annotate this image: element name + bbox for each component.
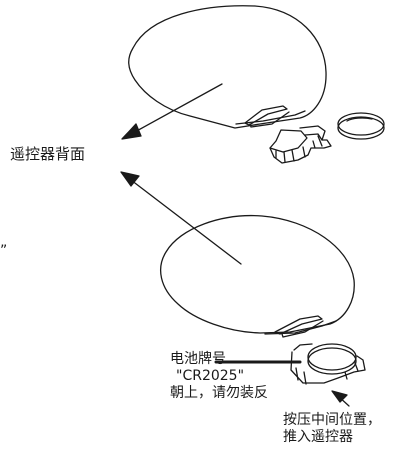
battery-model-line-3: 朝上，请勿装反 bbox=[170, 385, 268, 401]
remote-back-top bbox=[128, 5, 327, 129]
coin-battery-loose bbox=[337, 112, 385, 140]
battery-tray-loaded bbox=[290, 343, 366, 385]
remote-back-label: 遥控器背面 bbox=[10, 145, 86, 163]
press-instruction-line-1: 按压中间位置， bbox=[283, 412, 381, 428]
press-instruction-label: 按压中间位置， 推入遥控器 bbox=[283, 412, 381, 446]
press-instruction-line-2: 推入遥控器 bbox=[283, 429, 353, 445]
arrow-top bbox=[121, 83, 223, 140]
battery-model-line-1: 电池牌号 bbox=[170, 351, 226, 367]
battery-model-label: 电池牌号 "CR2025" 朝上，请勿装反 bbox=[170, 351, 268, 402]
arrow-push bbox=[331, 390, 350, 407]
remote-back-bottom bbox=[160, 214, 355, 338]
battery-model-line-2: "CR2025" bbox=[176, 368, 245, 384]
quote-mark-text: ” bbox=[0, 243, 8, 259]
battery-tray-empty bbox=[269, 125, 332, 164]
arrow-middle bbox=[120, 171, 242, 265]
